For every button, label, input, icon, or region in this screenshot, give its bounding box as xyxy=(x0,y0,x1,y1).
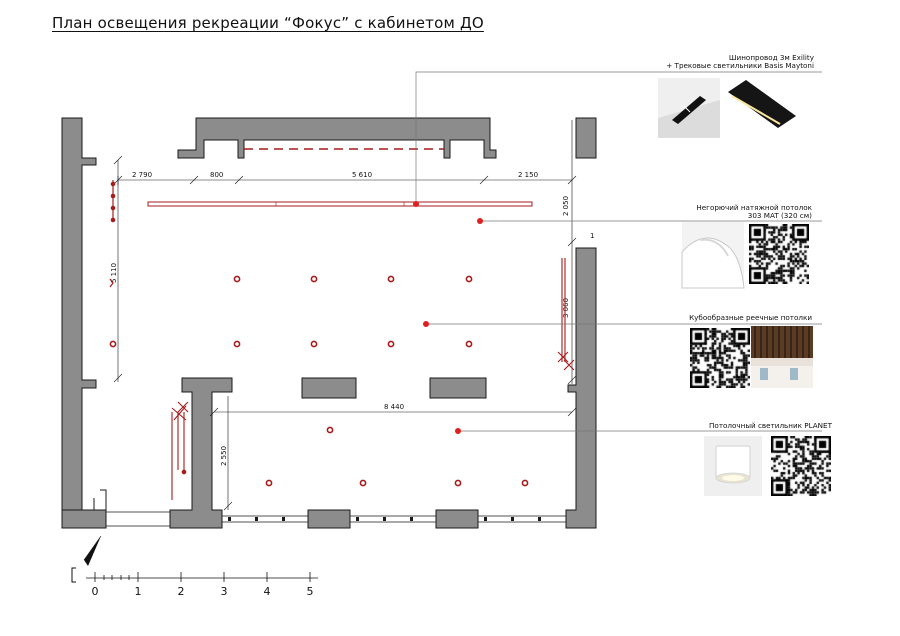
dim-5110: 5 110 xyxy=(110,263,118,283)
legend-stretch-label: Негорючий натяжной потолок 303 MAT (320 … xyxy=(696,203,812,221)
dimension-lines xyxy=(113,120,577,511)
dimension-labels: 2 790 800 5 610 2 150 2 050 1 5 110 3 06… xyxy=(110,171,594,466)
qr-code-lamp[interactable] xyxy=(771,436,831,496)
window-strips xyxy=(93,489,566,527)
slat-ceiling-illustration xyxy=(751,326,813,388)
scale-tick-2: 2 xyxy=(178,585,185,598)
scale-tick-5: 5 xyxy=(307,585,314,598)
dim-8440: 8 440 xyxy=(384,403,404,411)
walls xyxy=(61,117,597,529)
qr-code-slats[interactable] xyxy=(690,328,750,388)
scale-bar xyxy=(86,572,318,582)
plan-title: План освещения рекреации “Фокус” с кабин… xyxy=(52,14,484,32)
wall-right xyxy=(565,247,597,529)
scale-tick-0: 0 xyxy=(92,585,99,598)
wall-lights-right xyxy=(557,258,575,371)
wall-bottom-pier-1 xyxy=(307,509,351,529)
dim-1: 1 xyxy=(590,232,594,240)
legend-track-line-2: + Трековые светильники Basis Maytoni xyxy=(666,61,814,71)
track-light-illustration xyxy=(658,78,796,138)
legend-lamp-line-1: Потолочный светильник PLANET xyxy=(709,421,832,430)
wall-pillar-left xyxy=(169,377,233,529)
scale-labels: 0 1 2 3 4 5 xyxy=(92,585,314,598)
legend-stretch-line-2: 303 MAT (320 см) xyxy=(747,211,812,221)
planet-lamp-illustration xyxy=(704,436,762,496)
legend-lamp-label: Потолочный светильник PLANET xyxy=(709,421,832,430)
dim-800: 800 xyxy=(210,171,223,179)
track-rail xyxy=(147,201,533,207)
wall-bottom-left xyxy=(61,509,107,529)
wall-lights-pillar xyxy=(171,401,189,500)
dim-2550: 2 550 xyxy=(220,446,228,466)
dim-2150: 2 150 xyxy=(518,171,538,179)
wall-top xyxy=(177,117,497,159)
dim-3060: 3 060 xyxy=(562,298,570,318)
legend-track-label: Шинопровод 3м Exility + Трековые светиль… xyxy=(666,53,814,71)
legend-stretch-line-1: Негорючий натяжной потолок xyxy=(696,203,812,212)
leader-lines xyxy=(415,71,822,432)
legend-track-line-1: Шинопровод 3м Exility xyxy=(728,53,814,62)
ceiling-lights xyxy=(109,275,529,487)
scale-tick-4: 4 xyxy=(264,585,271,598)
wall-left xyxy=(61,117,97,511)
leader-markers xyxy=(413,201,483,434)
dim-2790: 2 790 xyxy=(132,171,152,179)
legend-slats-label: Кубообразные реечные потолки xyxy=(689,313,812,322)
scale-tick-1: 1 xyxy=(135,585,142,598)
dim-5610: 5 610 xyxy=(352,171,372,179)
stretch-ceiling-illustration xyxy=(681,222,745,289)
dim-2050: 2 050 xyxy=(562,196,570,216)
legend-slats-line-1: Кубообразные реечные потолки xyxy=(689,313,812,322)
wall-block-2 xyxy=(429,377,487,399)
wall-block-1 xyxy=(301,377,357,399)
wall-top-right-stub xyxy=(575,117,597,159)
north-arrow xyxy=(71,535,102,583)
wall-lights-left xyxy=(109,180,116,288)
window-ticks xyxy=(228,517,541,521)
wall-bottom-pier-2 xyxy=(435,509,479,529)
qr-code-stretch[interactable] xyxy=(749,224,809,284)
scale-tick-3: 3 xyxy=(221,585,228,598)
